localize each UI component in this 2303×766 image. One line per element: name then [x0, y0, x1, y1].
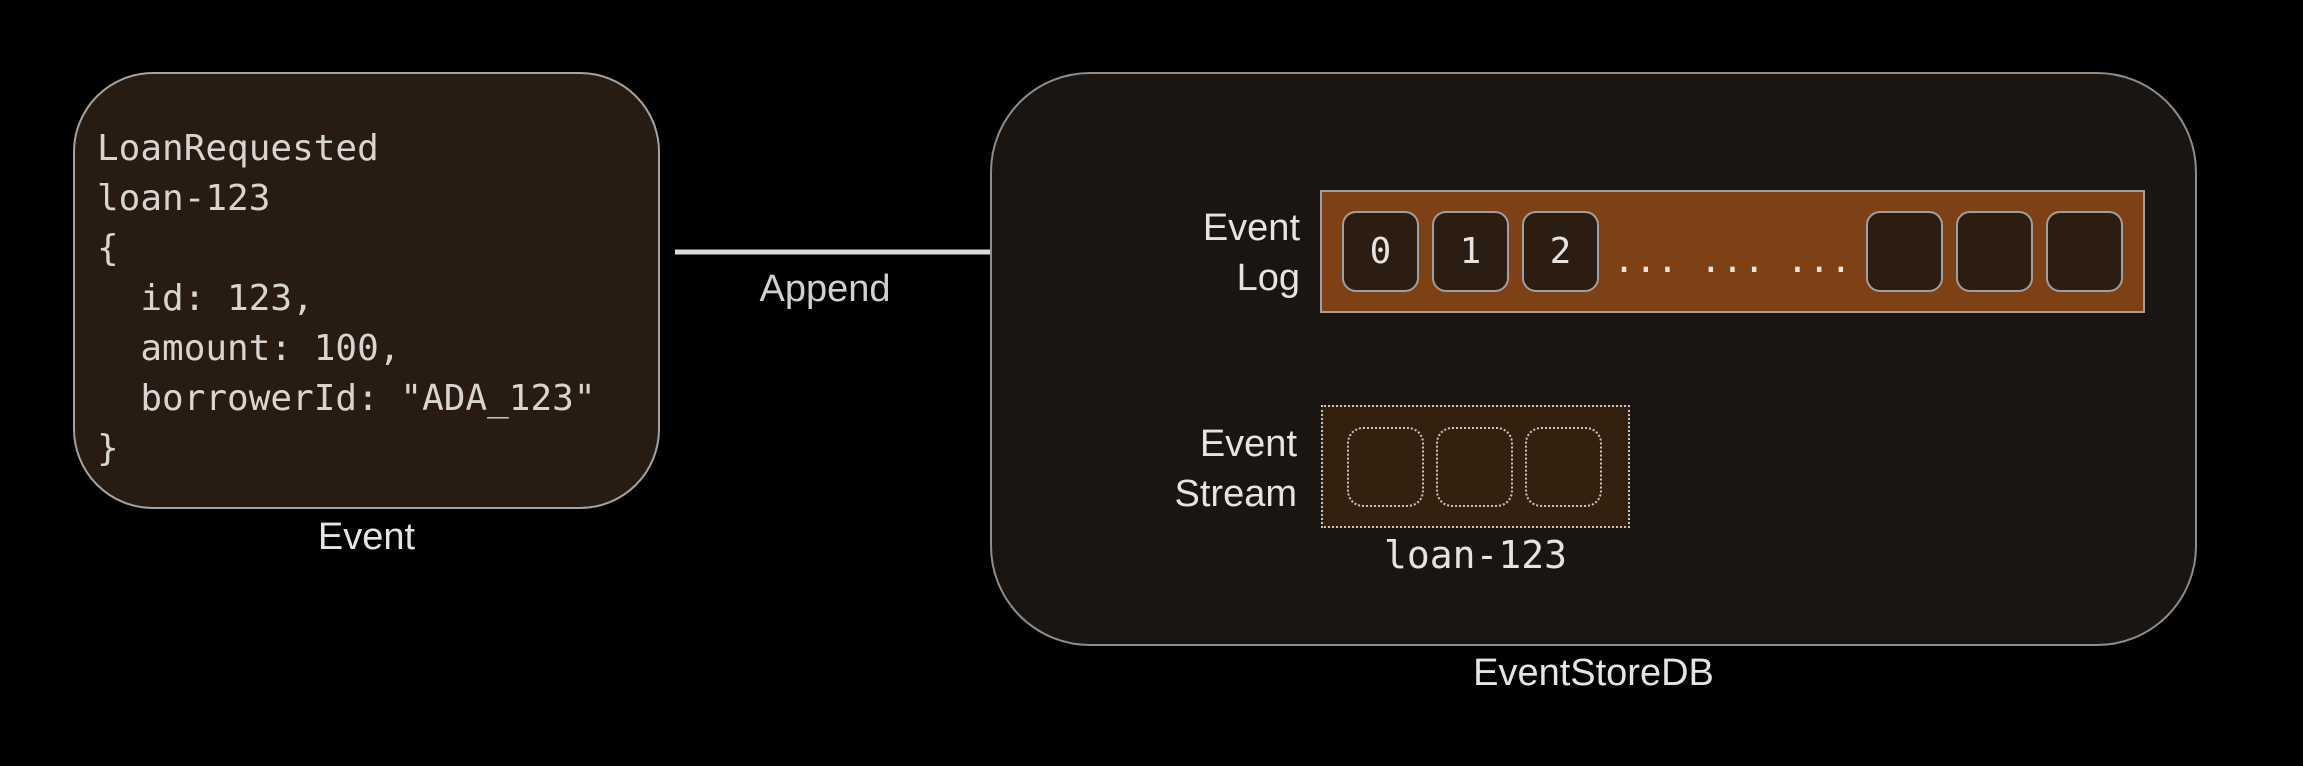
stream-cell-empty-3 — [1525, 426, 1602, 507]
code-line-amount: amount: 100, — [97, 328, 401, 369]
log-cell-empty-1 — [1866, 211, 1943, 292]
event-card: LoanRequested loan-123 { id: 123, amount… — [73, 72, 660, 509]
log-cell-1: 1 — [1432, 211, 1509, 292]
event-log-label: Event Log — [1100, 203, 1300, 303]
stream-cell-empty-1 — [1347, 426, 1424, 507]
eventstoredb-caption: EventStoreDB — [1473, 652, 1714, 694]
event-log-label-line1: Event — [1202, 207, 1300, 249]
code-line-brace-open: { — [97, 228, 119, 269]
event-card-caption: Event — [317, 516, 416, 558]
eventstoredb-container — [990, 72, 2197, 646]
code-line-brace-close: } — [97, 428, 119, 469]
event-stream-label: Event Stream — [1097, 419, 1297, 519]
event-stream-label-line1: Event — [1199, 423, 1297, 465]
log-cell-empty-2 — [1956, 211, 2033, 292]
stream-cell-empty-2 — [1436, 426, 1513, 507]
log-cell-2: 2 — [1522, 211, 1599, 292]
event-stream-box — [1321, 405, 1630, 528]
append-label: Append — [759, 268, 891, 310]
code-line-borrower: borrowerId: "ADA_123" — [97, 378, 596, 419]
event-log-bar: 0 1 2 ... ... ... — [1320, 190, 2145, 313]
stream-name-caption: loan-123 — [1383, 533, 1568, 577]
code-line-event-type: LoanRequested — [97, 128, 379, 169]
event-stream-label-line2: Stream — [1174, 473, 1297, 515]
log-ellipsis: ... ... ... — [1613, 240, 1852, 281]
code-line-stream-id: loan-123 — [97, 178, 271, 219]
code-line-id: id: 123, — [97, 278, 314, 319]
log-cell-empty-3 — [2046, 211, 2123, 292]
log-cell-0: 0 — [1342, 211, 1419, 292]
event-log-label-line2: Log — [1236, 257, 1300, 299]
